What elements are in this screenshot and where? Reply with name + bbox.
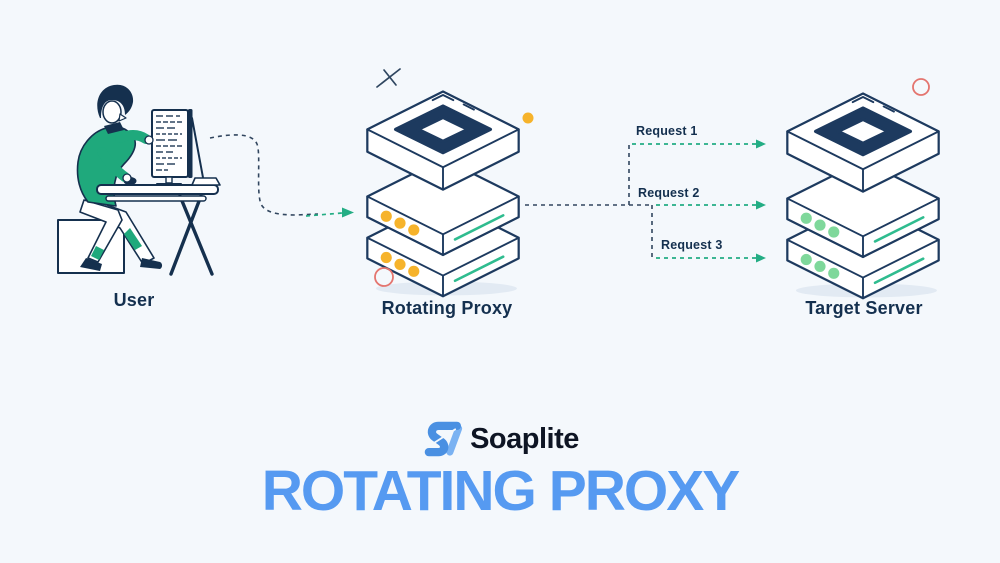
- brand-lockup: Soaplite: [0, 418, 1000, 460]
- soaplite-logo-icon: [424, 421, 463, 457]
- desk-shelf: [105, 195, 207, 202]
- user-label: User: [113, 290, 155, 310]
- screen-text-lines: [156, 115, 184, 171]
- request-arrow-1: [632, 139, 766, 149]
- request-arrow-2: [656, 200, 766, 210]
- person-near-leg: [79, 199, 123, 271]
- page-title: ROTATING PROXY: [261, 459, 741, 523]
- user-illustration: [57, 84, 221, 276]
- red-circle-decoration: [912, 78, 930, 96]
- plus-sparkle-icon: [376, 68, 401, 88]
- person-hair: [97, 84, 134, 118]
- yellow-dot-decoration: [522, 112, 534, 124]
- arrowhead: [342, 207, 354, 218]
- monitor-icon: [151, 109, 221, 186]
- rotating-proxy-label: Rotating Proxy: [381, 298, 513, 318]
- person-head: [97, 84, 134, 124]
- person-pointing-arm: [115, 130, 151, 144]
- request-arrow-3: [656, 253, 766, 263]
- red-circle-decoration: [374, 267, 394, 287]
- request-1-label: Request 1: [636, 124, 698, 138]
- brand-name: Soaplite: [470, 422, 579, 455]
- user-to-proxy-arrow: [209, 134, 319, 216]
- request-2-label: Request 2: [638, 186, 700, 200]
- desk-legs: [169, 194, 214, 276]
- person-collar: [104, 122, 124, 134]
- target-server-label: Target Server: [805, 298, 923, 318]
- request-3-label: Request 3: [661, 238, 723, 252]
